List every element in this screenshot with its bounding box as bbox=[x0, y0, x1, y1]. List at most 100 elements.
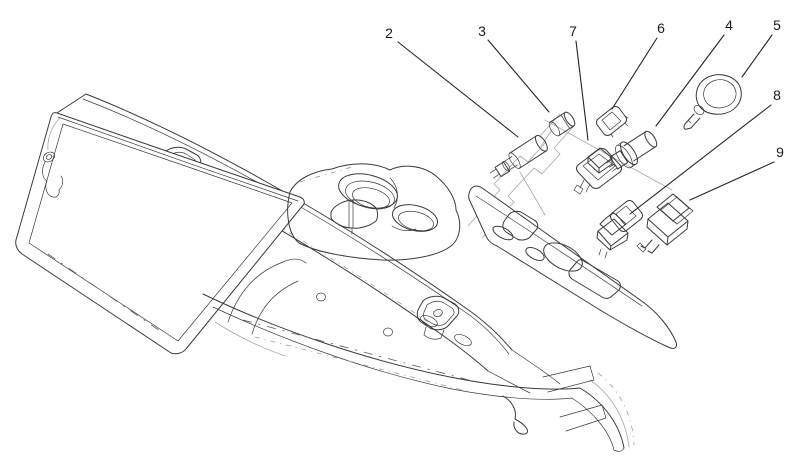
part-9-rocker-switch bbox=[636, 193, 694, 254]
plate-cutout-oval-large bbox=[543, 242, 583, 272]
dash-bottom-tip bbox=[613, 447, 625, 452]
dash-front-top-edge bbox=[202, 293, 625, 449]
pod-top-hidden-edge bbox=[299, 166, 353, 183]
dash-hidden-line-2 bbox=[254, 336, 471, 393]
cup-2-rim bbox=[391, 204, 439, 232]
callout-leader-8 bbox=[629, 104, 772, 215]
part-5-ignition-key bbox=[683, 74, 742, 130]
cylinder-body bbox=[509, 135, 547, 169]
callout-leader-9 bbox=[689, 161, 775, 201]
switch-plate bbox=[576, 148, 622, 189]
rail-top-edge-double bbox=[82, 98, 510, 355]
plate-top-edge-double bbox=[475, 195, 643, 307]
dash-rear-join-2 bbox=[487, 370, 531, 394]
callout-leader-7 bbox=[575, 40, 589, 141]
cap-end bbox=[563, 111, 576, 127]
dash-left-lower-curve bbox=[214, 321, 286, 357]
callout-leader-6 bbox=[611, 37, 658, 110]
key-bow-inner bbox=[703, 79, 737, 109]
bracket-diagonal-2 bbox=[519, 171, 546, 216]
dash-rear-join-1 bbox=[511, 349, 561, 385]
rocker-feet bbox=[598, 248, 608, 259]
cup-1-inner-rim bbox=[345, 180, 395, 210]
barrel bbox=[623, 131, 657, 162]
dash-outer-fan-curve bbox=[589, 379, 630, 448]
dash-wire-hook bbox=[502, 395, 529, 435]
callout-leader-5 bbox=[741, 34, 773, 78]
connector-block bbox=[609, 150, 629, 170]
part-2-switch-cylinder bbox=[489, 134, 548, 179]
switch-body bbox=[587, 147, 613, 174]
rocker-body bbox=[646, 202, 689, 246]
key-collar bbox=[693, 104, 705, 116]
console-support-pillar bbox=[227, 258, 307, 335]
cap-ring bbox=[560, 115, 570, 129]
callout-label-4: 4 bbox=[725, 17, 733, 33]
switch-plate-rim bbox=[582, 153, 616, 181]
cylinder-end-cap bbox=[534, 134, 548, 152]
pillar-outer-curve bbox=[227, 258, 307, 323]
latch-knob bbox=[42, 151, 56, 163]
rocker-pin-block bbox=[636, 242, 647, 253]
flange-ring-outer bbox=[620, 141, 638, 166]
latch-knob-center bbox=[45, 154, 53, 160]
dash-screw-hole-1 bbox=[316, 292, 326, 302]
plate-cutout-rect-1 bbox=[502, 210, 539, 241]
callout-label-3: 3 bbox=[478, 23, 486, 39]
part-3-knob-cap bbox=[548, 111, 576, 137]
rail-mounting-tab-2 bbox=[416, 295, 460, 340]
bezel-outline bbox=[596, 106, 627, 136]
part-4-ignition-switch bbox=[606, 130, 658, 172]
key-blade bbox=[683, 113, 701, 130]
bracket-zigzag-2 bbox=[481, 125, 575, 239]
plate-cutout-oval-1 bbox=[492, 225, 514, 241]
switch-panel-plate bbox=[468, 185, 677, 349]
callout-label-2: 2 bbox=[385, 25, 393, 41]
lid-inner-border bbox=[28, 123, 293, 342]
callout-label-7: 7 bbox=[569, 23, 577, 39]
lid-outline bbox=[15, 112, 305, 355]
lid-top-edge-double bbox=[57, 116, 299, 202]
cup-1-floor bbox=[352, 187, 390, 209]
pod-outline bbox=[287, 163, 461, 261]
plate-cutout-oval-2 bbox=[525, 247, 545, 261]
connector-block bbox=[494, 161, 510, 178]
cap-body bbox=[549, 111, 575, 137]
rail-top-edge bbox=[85, 93, 513, 351]
part-7-toggle-switch bbox=[573, 147, 622, 195]
key-blade-notch bbox=[687, 119, 692, 124]
pillar-inner-curve bbox=[251, 280, 299, 335]
lid-hidden-edge bbox=[47, 253, 164, 334]
callout-label-5: 5 bbox=[773, 17, 781, 33]
lid-latch-detail bbox=[42, 117, 64, 198]
tab-foot bbox=[423, 326, 445, 340]
plate-cutout-rect-2 bbox=[568, 259, 621, 299]
dash-rib-pair-1 bbox=[542, 365, 595, 393]
callout-leader-4 bbox=[655, 34, 725, 127]
pod-recess-ribs bbox=[348, 199, 354, 235]
part-8-rocker-switch bbox=[596, 200, 643, 259]
tab-plate-rim bbox=[423, 300, 455, 326]
cylinder-neck bbox=[503, 156, 518, 171]
part3-axis-stem bbox=[540, 129, 553, 147]
part-6-bezel-plate bbox=[596, 106, 629, 138]
connector-prongs bbox=[489, 168, 500, 179]
rocker-pins bbox=[640, 239, 660, 254]
key-bow-outer bbox=[695, 74, 742, 115]
rocker-body bbox=[596, 218, 629, 251]
flange-joins bbox=[616, 142, 637, 168]
cylinder-step bbox=[508, 152, 521, 169]
dash-fan-hidden bbox=[597, 372, 635, 446]
callout-label-6: 6 bbox=[657, 20, 665, 36]
bezel-inner-rim bbox=[601, 111, 622, 131]
rocker-bezel-rim bbox=[615, 205, 637, 226]
barrel-end bbox=[644, 130, 658, 148]
callout-label-8: 8 bbox=[773, 87, 781, 103]
dash-vent-slot-2 bbox=[454, 334, 472, 346]
dash-vent-slot-1 bbox=[420, 315, 438, 327]
rocker-bezel bbox=[610, 200, 643, 232]
cap-face bbox=[548, 121, 561, 137]
rocker-cap bbox=[599, 212, 627, 236]
